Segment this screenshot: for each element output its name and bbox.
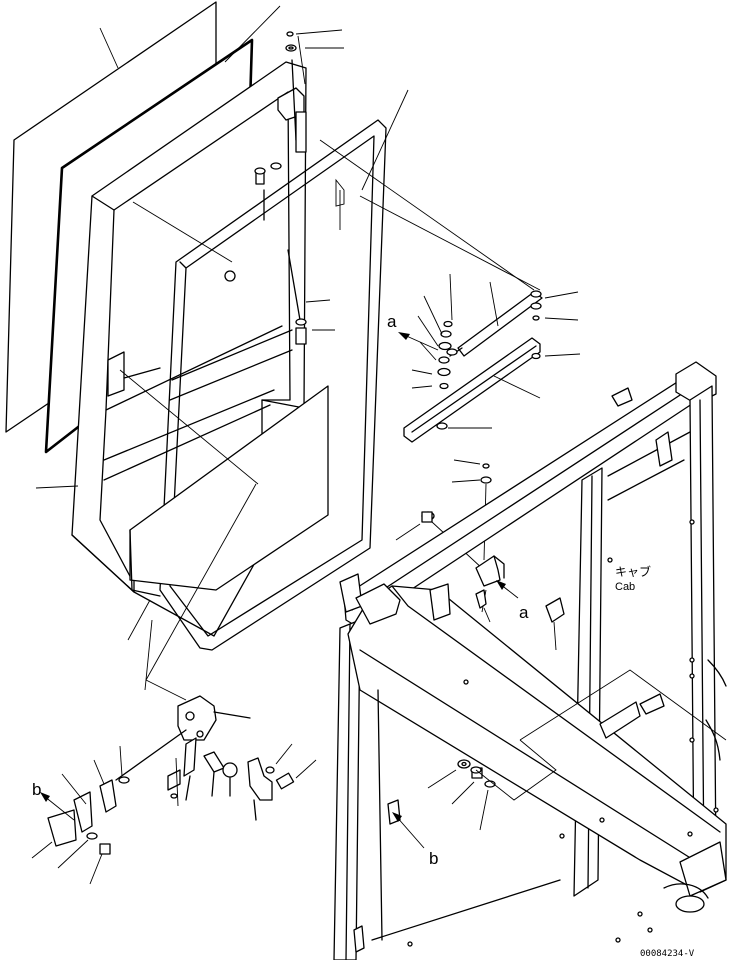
- lower-hinge-bracket: [475, 555, 505, 623]
- door-lower-panel: [129, 385, 329, 597]
- damper-rod: [446, 290, 543, 357]
- damper-washer-stack: [437, 320, 453, 390]
- detail-callout-box: [119, 369, 727, 801]
- arrow-b-right: [392, 812, 425, 849]
- callout-b-right: b: [429, 849, 438, 868]
- hinge-bolt-top: [285, 31, 297, 52]
- arrow-a-lower: [496, 580, 519, 599]
- cab-frame-structure: [333, 361, 727, 960]
- lock-handle-pin: [203, 751, 238, 797]
- arrow-a-upper: [398, 332, 439, 351]
- arrow-b-left: [40, 792, 75, 821]
- callout-a-lower: a: [519, 603, 529, 622]
- leader-lines-damper: [359, 195, 581, 429]
- lock-left-bracket: [31, 729, 187, 885]
- frame-hinge-upper: [277, 59, 307, 153]
- lock-striker-bracket: [247, 743, 317, 821]
- damper-bracket-rail: [403, 337, 541, 443]
- drawing-code: 00084234-V: [640, 949, 695, 959]
- leader-lines-upper: [35, 5, 535, 691]
- callout-b-left: b: [32, 780, 41, 799]
- lower-striker-plate: [545, 597, 565, 651]
- frame-latch-left: [107, 351, 161, 397]
- cab-label-japanese: キャブ: [615, 564, 651, 579]
- cab-mount-bolts: [427, 759, 496, 831]
- frame-rubber-stopper: [224, 270, 236, 282]
- frame-hinge-middle: [287, 249, 307, 345]
- cab-label-english: Cab: [615, 581, 635, 593]
- door-lock-assembly: [167, 695, 251, 801]
- callout-a-upper: a: [387, 312, 397, 331]
- hinge-bolt-side: [254, 162, 282, 221]
